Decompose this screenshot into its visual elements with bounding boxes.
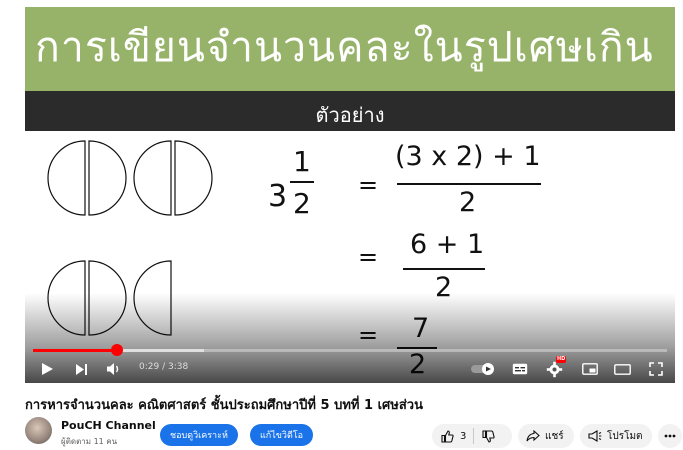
volume-button[interactable] [103,358,125,380]
like-count: 3 [460,430,467,442]
progress-bar[interactable] [33,344,667,356]
like-dislike-group: 3 [432,424,512,448]
share-icon [526,430,540,442]
promote-icon [588,430,602,442]
fullscreen-button[interactable] [645,358,667,380]
half-circle-top-2-right [174,140,213,216]
half-circle-top-2-left [133,140,172,216]
half-circle-top-1-right [88,140,127,216]
slide-subtitle-bar: ตัวอย่าง [25,91,675,131]
promote-label: โปรโมต [607,430,643,442]
mixed-number-fraction-bar [290,181,314,183]
slide-subtitle: ตัวอย่าง [315,103,385,127]
theater-mode-button[interactable] [611,358,633,380]
step2-fraction-bar [403,268,485,270]
share-button[interactable]: แชร์ [518,424,574,448]
autoplay-toggle-icon [471,363,494,375]
like-button[interactable]: 3 [432,424,473,448]
step1-numerator: (3 x 2) + 1 [395,141,541,172]
channel-avatar[interactable] [25,417,52,444]
thumbs-down-icon [482,429,495,443]
mixed-number-numerator: 1 [293,145,311,178]
subscriber-count: ผู้ติดตาม 11 คน [61,437,118,446]
step1-denominator: 2 [459,187,477,218]
step2-numerator: 6 + 1 [410,229,485,260]
gear-icon [546,361,562,377]
channel-name[interactable]: PouCH Channel [61,419,156,432]
equals-sign-2: = [358,243,379,271]
equals-sign-1: = [358,171,379,199]
settings-button[interactable]: HD [542,356,567,380]
next-button[interactable] [71,358,91,380]
mixed-number-denominator: 2 [293,187,311,220]
step1-fraction-bar [397,183,541,185]
promote-button[interactable]: โปรโมต [580,424,652,448]
thumbs-up-icon [441,429,454,443]
more-actions-button[interactable] [658,424,682,448]
miniplayer-button[interactable] [579,358,601,380]
slide-header: การเขียนจำนวนคละในรูปเศษเกิน [25,7,675,91]
video-player[interactable]: การเขียนจำนวนคละในรูปเศษเกิน ตัวอย่าง 3 … [25,7,675,383]
theater-mode-icon [613,363,631,375]
fullscreen-icon [649,362,663,376]
controls-gradient [25,293,675,383]
more-horizontal-icon [664,434,676,438]
mixed-number-whole: 3 [268,179,288,214]
progress-played [33,349,118,352]
progress-scrubber[interactable] [111,344,124,356]
next-icon [75,363,87,375]
time-display: 0:29 / 3:38 [139,362,189,372]
play-button[interactable] [37,358,57,380]
subtitles-button[interactable] [509,358,531,380]
slide-title: การเขียนจำนวนคละในรูปเศษเกิน [35,23,654,71]
half-circle-top-1-left [47,140,86,216]
analyze-button[interactable]: ชอบดูวิเคราะห์ [160,424,238,446]
volume-icon [107,363,119,375]
like-divider [473,428,475,444]
edit-video-button[interactable]: แก้ไขวิดีโอ [250,424,314,446]
miniplayer-icon [582,363,598,375]
hd-badge: HD [556,356,567,363]
play-icon [41,363,53,375]
dislike-button[interactable] [474,424,495,448]
autoplay-toggle[interactable] [469,358,497,380]
subtitles-icon [512,363,528,375]
video-title: การหารจำนวนคละ คณิตศาสตร์ ชั้นประถมศึกษา… [25,398,423,413]
share-label: แชร์ [545,430,564,442]
